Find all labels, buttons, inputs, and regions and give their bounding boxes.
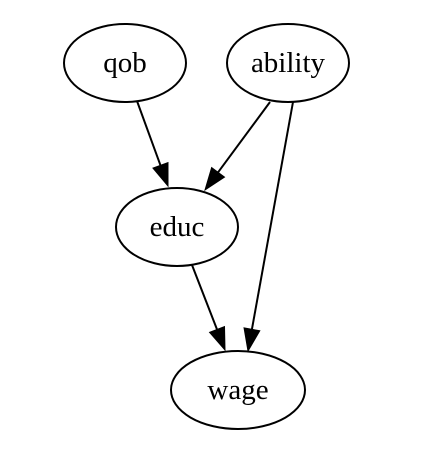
edge-line	[191, 264, 218, 330]
edge-qob-to-educ	[136, 100, 169, 188]
arrowhead-icon	[243, 327, 261, 353]
arrowhead-icon	[204, 166, 226, 192]
node-ellipse	[115, 187, 239, 267]
arrowhead-icon	[208, 325, 226, 352]
edge-ability-to-educ	[204, 101, 271, 192]
arrowhead-icon	[152, 161, 169, 188]
node-ability: ability	[226, 23, 350, 103]
edge-line	[136, 100, 162, 166]
edge-line	[250, 101, 294, 330]
nodes: qob ability educ wage	[63, 23, 350, 430]
node-label: ability	[251, 47, 326, 79]
node-label: educ	[150, 211, 205, 243]
node-label: qob	[103, 47, 147, 79]
node-wage: wage	[170, 350, 306, 430]
node-ellipse	[170, 350, 306, 430]
node-educ: educ	[115, 187, 239, 267]
edges	[136, 100, 294, 353]
node-qob: qob	[63, 23, 187, 103]
edge-line	[217, 101, 271, 173]
edge-educ-to-wage	[191, 264, 226, 352]
node-label: wage	[207, 374, 268, 406]
node-ellipse	[63, 23, 187, 103]
node-ellipse	[226, 23, 350, 103]
edge-ability-to-wage	[243, 101, 294, 353]
